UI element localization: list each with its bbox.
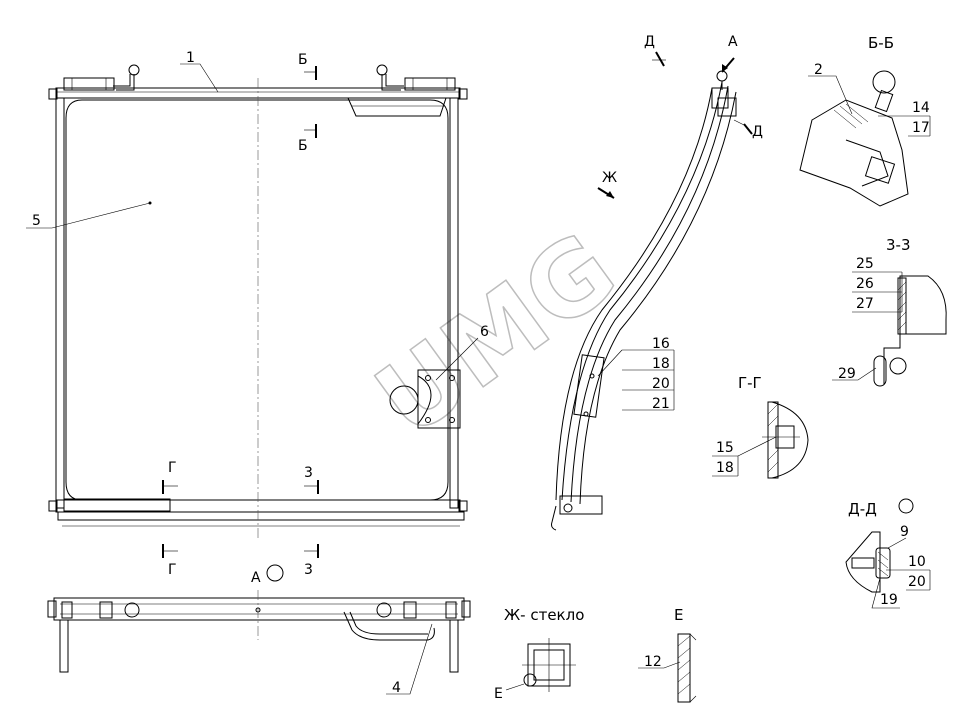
section-dd: Д-Д 9 10 20 19	[845, 498, 931, 609]
section-zh: Ж- стекло Е	[494, 606, 584, 702]
label-1: 1	[186, 50, 195, 66]
label-26: 26	[856, 276, 874, 292]
hinge-right	[404, 77, 456, 91]
label-4: 4	[392, 680, 401, 696]
title-zh: Ж- стекло	[504, 606, 584, 624]
label-18a: 18	[652, 356, 670, 372]
left-post	[55, 97, 65, 509]
label-20a: 20	[652, 376, 670, 392]
label-6: 6	[480, 324, 489, 340]
handle-4	[343, 611, 435, 641]
arrow-zh: Ж	[602, 170, 617, 186]
label-20b: 20	[908, 574, 926, 590]
knob-left	[128, 64, 140, 76]
cut-b-top: Б	[298, 52, 308, 68]
cut-z-bottom: 3	[304, 562, 313, 578]
cut-b-bottom: Б	[298, 138, 308, 154]
bottom-view: 4	[47, 590, 471, 696]
side-view: А Д Д Ж 16 18 20 21	[551, 34, 763, 531]
cut-d-top: Д	[644, 34, 655, 50]
label-25: 25	[856, 256, 874, 272]
label-27: 27	[856, 296, 874, 312]
label-15: 15	[716, 440, 734, 456]
label-18b: 18	[716, 460, 734, 476]
label-29: 29	[838, 366, 856, 382]
section-gg: Г-Г 15 18	[712, 374, 809, 479]
circle-e: Е	[494, 686, 503, 702]
label-17: 17	[912, 120, 930, 136]
cut-g-bottom: Г	[168, 562, 177, 578]
knob-right	[376, 64, 388, 76]
cut-z-top: 3	[304, 465, 313, 481]
label-19: 19	[880, 592, 898, 608]
latch-assembly	[389, 369, 461, 429]
glass-panel	[65, 99, 449, 501]
cut-d-right: Д	[752, 124, 763, 140]
label-12: 12	[644, 654, 662, 670]
watermark: UMG	[355, 210, 636, 459]
title-bb: Б-Б	[868, 34, 894, 52]
section-e: Е 12	[638, 606, 697, 703]
view-a-label: А	[251, 570, 261, 586]
label-2: 2	[814, 62, 823, 78]
section-zz: 3-3 25 26 27 29	[832, 236, 947, 387]
front-view: 1 5 6 Б Б Г Г 3 3 А	[26, 50, 489, 586]
hinge-left	[63, 77, 115, 91]
label-5: 5	[32, 213, 41, 229]
label-16: 16	[652, 336, 670, 352]
title-e: Е	[674, 606, 683, 624]
title-gg: Г-Г	[738, 374, 762, 392]
cut-g-top: Г	[168, 460, 177, 476]
title-zz: 3-3	[886, 236, 911, 254]
label-21: 21	[652, 396, 670, 412]
label-10: 10	[908, 554, 926, 570]
label-9: 9	[900, 524, 909, 540]
arrow-a: А	[728, 34, 738, 50]
label-14: 14	[912, 100, 930, 116]
right-post	[449, 97, 459, 509]
title-dd: Д-Д	[848, 500, 877, 518]
handle-bracket	[347, 97, 447, 117]
section-bb: Б-Б 2 14 17	[799, 34, 931, 207]
